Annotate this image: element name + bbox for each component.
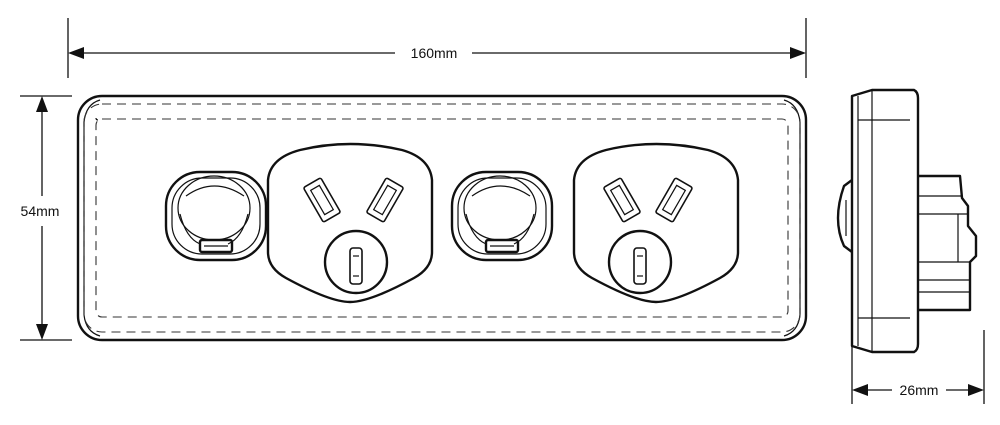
depth-arrow-left [852, 384, 868, 396]
width-label: 160mm [411, 45, 458, 61]
switch-2-toggle [484, 238, 520, 254]
switch-2 [450, 170, 554, 262]
height-label: 54mm [21, 203, 60, 219]
height-arrow-bottom [36, 324, 48, 340]
socket-2-left-pin [603, 177, 641, 223]
socket-1 [266, 142, 434, 304]
height-arrow-top [36, 96, 48, 112]
socket-1-earth-circle [323, 229, 389, 295]
socket-2-right-pin [655, 177, 693, 223]
socket-1-earth-pin [349, 247, 363, 285]
switch-1 [164, 170, 268, 262]
depth-arrow-right [968, 384, 984, 396]
depth-dimension: 26mm [851, 330, 985, 404]
socket-2-earth-circle [607, 229, 673, 295]
width-arrow-left [68, 47, 84, 59]
socket-1-right-pin [366, 177, 404, 223]
socket-2-earth-pin [633, 247, 647, 285]
width-arrow-right [790, 47, 806, 59]
socket-2 [572, 142, 740, 304]
depth-label: 26mm [900, 382, 939, 398]
height-dimension: 54mm [20, 95, 72, 341]
side-view [836, 88, 978, 354]
switch-1-toggle [198, 238, 234, 254]
width-dimension: 160mm [67, 18, 807, 78]
socket-1-left-pin [303, 177, 341, 223]
front-plate [76, 94, 808, 342]
